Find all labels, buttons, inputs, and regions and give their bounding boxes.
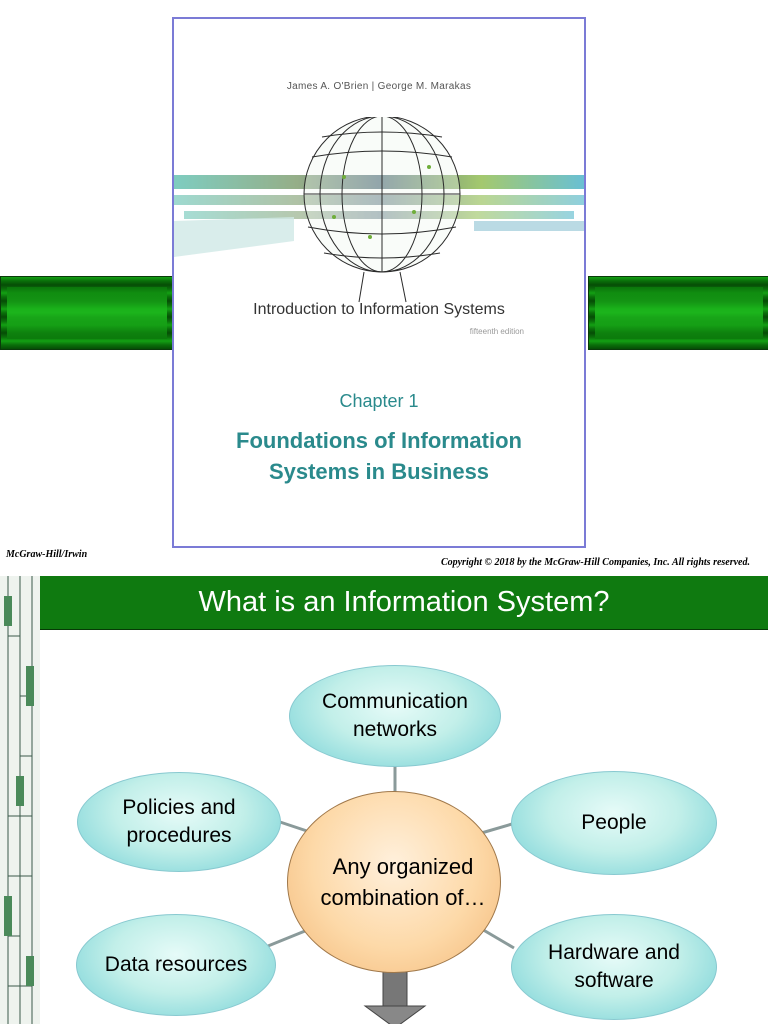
node-communication-networks: Communication networks [289, 665, 501, 767]
book-cover: James A. O'Brien | George M. Marakas [172, 17, 586, 548]
globe-cover-image [174, 117, 584, 303]
copyright-notice: Copyright © 2018 by the McGraw-Hill Comp… [440, 557, 750, 568]
center-node: Any organized combination of… [287, 791, 501, 973]
book-title: Introduction to Information Systems [253, 301, 505, 318]
green-band-left [0, 276, 174, 350]
slide-title: What is an Information System? [198, 586, 610, 618]
node-data-resources: Data resources [76, 914, 276, 1016]
book-authors: James A. O'Brien | George M. Marakas [286, 81, 472, 92]
green-band-right [588, 276, 768, 350]
down-arrow-icon [363, 971, 427, 1024]
circuit-side-art [0, 576, 40, 1024]
title-slide: James A. O'Brien | George M. Marakas [0, 17, 768, 568]
slide-title-bar: What is an Information System? [40, 576, 768, 630]
chapter-title: Foundations of Information Systems in Bu… [236, 428, 522, 484]
content-slide: What is an Information System? Communica… [0, 576, 768, 1024]
node-policies-procedures: Policies and procedures [77, 772, 281, 872]
chapter-label: Chapter 1 [339, 391, 419, 411]
node-hardware-software: Hardware and software [511, 914, 717, 1020]
publisher-label: McGraw-Hill/Irwin [6, 549, 88, 560]
node-people: People [511, 771, 717, 875]
book-edition: fifteenth edition [469, 327, 524, 336]
